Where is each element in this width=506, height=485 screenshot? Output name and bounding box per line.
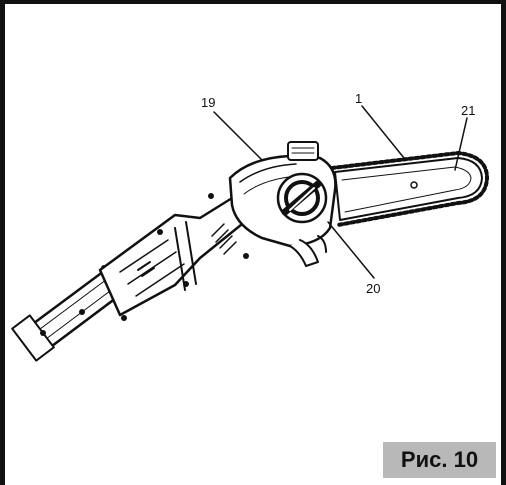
tension-knob: [276, 172, 328, 224]
page-frame-left: [0, 0, 5, 485]
figure-caption: Рис. 10: [383, 442, 496, 478]
callout-1: 1: [355, 91, 363, 106]
page-frame-right: [501, 0, 506, 485]
lower-hook: [289, 235, 327, 267]
saw-chain: [330, 151, 489, 227]
leader-lines: [213, 105, 468, 279]
callout-19: 19: [201, 95, 216, 110]
callout-20: 20: [366, 281, 381, 296]
guide-bar: [334, 157, 483, 221]
callout-21: 21: [461, 103, 476, 118]
page-frame-top: [0, 0, 506, 4]
